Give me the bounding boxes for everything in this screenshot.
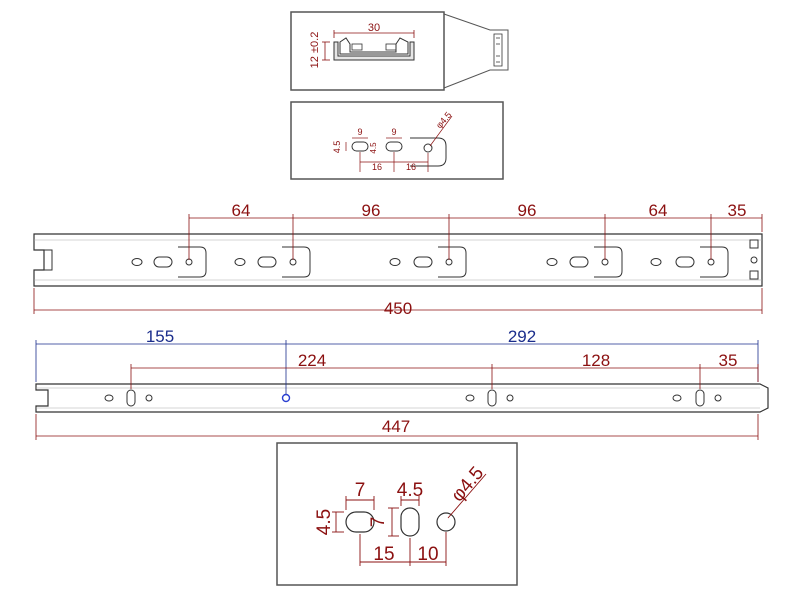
detail-bottom-vslot-height: 7 — [368, 517, 389, 528]
rail-bottom-dimension-lines — [35, 364, 759, 440]
section-width-label: 30 — [368, 22, 380, 34]
detail-bottom-round-hole — [436, 512, 456, 532]
detail-tab-outline — [410, 137, 447, 167]
detail-top-slot-height-a: 4.5 — [332, 141, 342, 154]
detail-bottom-pitch-a: 15 — [373, 544, 394, 565]
rail-bottom-hole-group-3 — [672, 389, 722, 407]
detail-bottom-vertical-slot — [400, 507, 420, 537]
rail-top-hole-group-2 — [234, 246, 311, 278]
rail-bottom-view: 155 292 224 128 35 447 — [35, 327, 769, 440]
detail-top-pitch-a: 16 — [372, 162, 382, 172]
rail-top-total-length: 450 — [384, 299, 412, 318]
rail-top-hole-group-4 — [546, 246, 623, 278]
section-height-label: 12 ±0.2 — [309, 32, 321, 69]
detail-slot-b — [385, 141, 403, 152]
rail-top-body — [33, 233, 763, 287]
rail-bottom-blue-hole-to-end: 292 — [508, 327, 536, 346]
rail-top-hole-group-5 — [650, 246, 729, 278]
detail-top-slot-width-b: 9 — [391, 127, 396, 137]
rail-bottom-blue-hole — [281, 393, 291, 403]
detail-bottom-slot-width: 7 — [355, 480, 366, 501]
rail-bottom-hole-group-2 — [465, 389, 514, 407]
detail-top-pitch-b: 16 — [406, 162, 416, 172]
rail-top-hole-group-1 — [131, 246, 207, 278]
detail-bottom-horizontal-slot — [345, 511, 375, 533]
detail-bottom-pitch-b: 10 — [417, 544, 438, 565]
rail-top-end-hole — [750, 256, 758, 264]
rail-top-spacing-1: 64 — [232, 201, 251, 220]
detail-bottom-frame — [276, 442, 518, 586]
rail-bottom-spacing-1: 224 — [298, 351, 326, 370]
rail-top-end-square-1 — [749, 239, 759, 249]
rail-top-end-notch — [38, 249, 53, 271]
rail-bottom-end-offset: 35 — [719, 351, 738, 370]
rail-bottom-left-to-blue-hole: 155 — [146, 327, 174, 346]
detail-bottom-slot-height: 4.5 — [314, 509, 335, 535]
rail-top-end-square-2 — [749, 270, 759, 280]
rail-bottom-hole-group-1 — [104, 389, 153, 407]
detail-round-hole — [423, 143, 433, 153]
ball-retainer-right — [385, 43, 397, 51]
detail-top-frame — [290, 101, 504, 180]
rail-bottom-total-length: 447 — [382, 417, 410, 436]
rail-bottom-spacing-2: 128 — [582, 351, 610, 370]
rail-top-spacing-2: 96 — [362, 201, 381, 220]
rail-profile — [333, 41, 415, 61]
rail-top-spacing-3: 96 — [518, 201, 537, 220]
ball-retainer-left — [351, 43, 363, 51]
section-view-frame — [290, 11, 445, 91]
detail-top-slot-width-a: 9 — [357, 127, 362, 137]
detail-bottom-dimension-lines — [332, 473, 487, 566]
perspective-callout — [443, 13, 509, 89]
rail-top-end-offset: 35 — [728, 201, 747, 220]
detail-top-slot-height-b: 4.5 — [369, 142, 378, 154]
perspective-profile — [493, 33, 503, 67]
rail-top-spacing-4: 64 — [649, 201, 668, 220]
detail-view-top: 9 9 4.5 4.5 16 16 φ4.5 — [290, 101, 504, 180]
rail-top-dimension-lines — [33, 214, 763, 314]
detail-view-bottom: 7 4.5 4.5 7 15 10 φ4.5 — [276, 442, 518, 586]
rail-top-view: 64 96 96 64 35 450 — [33, 201, 763, 318]
rail-bottom-body — [35, 383, 769, 413]
section-view: 30 12 ±0.2 — [290, 11, 509, 91]
detail-bottom-vslot-width: 4.5 — [397, 480, 423, 501]
detail-slot-a — [351, 141, 369, 152]
